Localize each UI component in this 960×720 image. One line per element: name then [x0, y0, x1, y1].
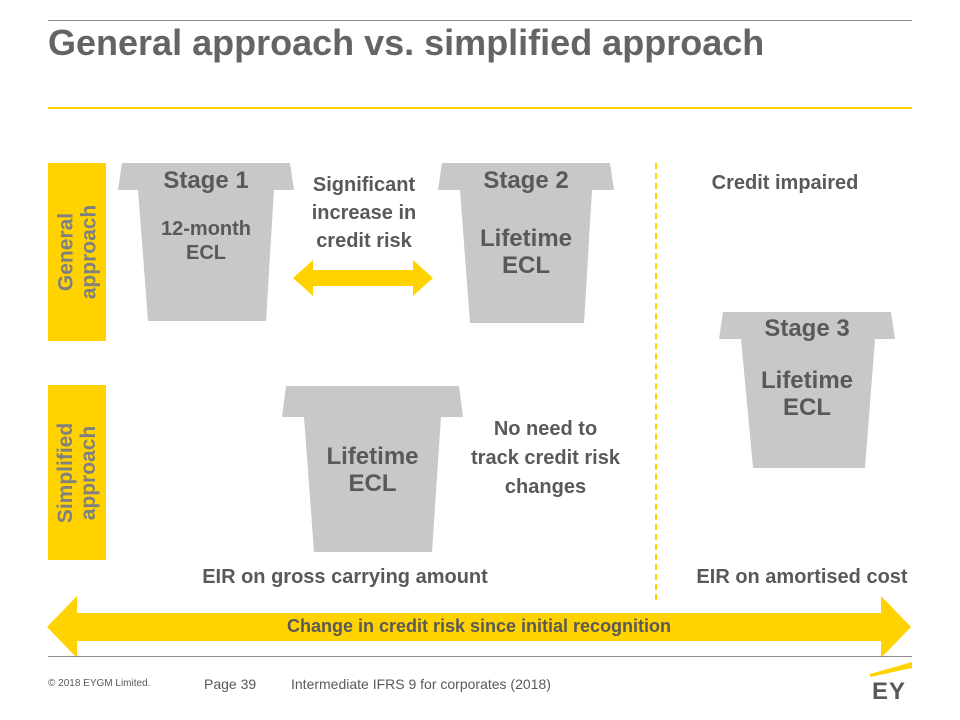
credit-impaired-label: Credit impaired	[711, 172, 859, 194]
simplified-measure: Lifetime ECL	[326, 443, 419, 497]
course-title: Intermediate IFRS 9 for corporates (2018…	[291, 676, 551, 692]
general-approach-text: General approach	[54, 204, 101, 300]
top-rule	[48, 20, 912, 21]
page-title: General approach vs. simplified approach	[48, 22, 765, 63]
no-need-label: No need to track credit risk changes	[471, 418, 620, 498]
ey-logo: EY	[866, 660, 914, 706]
title-underline	[48, 107, 912, 109]
stage-1-measure: 12-month ECL	[161, 218, 251, 264]
simplified-approach-side-label: Simplified approach	[48, 385, 106, 560]
stage-1-name: Stage 1	[163, 167, 249, 194]
stage-2-measure: Lifetime ECL	[479, 225, 572, 279]
impaired-separator	[655, 163, 657, 600]
stage-2-name: Stage 2	[483, 167, 569, 194]
ey-logo-beam	[870, 662, 912, 677]
sicr-label: Significant increase in credit risk	[311, 174, 417, 252]
eir-gross-label: EIR on gross carrying amount	[202, 566, 488, 588]
simplified-cup-shape	[282, 386, 463, 552]
stage-3-name: Stage 3	[764, 315, 850, 342]
stage-1-cup: Stage 1 12-month ECL	[118, 163, 294, 321]
stage-2-cup-shape	[438, 163, 614, 323]
copyright: © 2018 EYGM Limited.	[48, 678, 151, 689]
stage-3-measure: Lifetime ECL	[760, 367, 853, 421]
page-number: Page 39	[204, 676, 257, 692]
ey-logo-text: EY	[872, 678, 907, 705]
simplified-cup: Lifetime ECL	[282, 386, 463, 552]
general-approach-side-label: General approach	[48, 163, 106, 341]
simplified-approach-text: Simplified approach	[54, 422, 101, 523]
sicr-double-arrow	[293, 260, 433, 296]
footer-rule	[48, 656, 912, 657]
change-in-credit-risk-arrow	[47, 596, 911, 658]
change-in-credit-risk-label: Change in credit risk since initial reco…	[286, 616, 672, 636]
stage-2-cup: Stage 2 Lifetime ECL	[438, 163, 614, 323]
eir-amortised-label: EIR on amortised cost	[696, 566, 908, 588]
stage-3-cup-shape	[719, 312, 895, 468]
stage-1-cup-shape	[118, 163, 294, 321]
stage-3-cup: Stage 3 Lifetime ECL	[719, 312, 895, 468]
